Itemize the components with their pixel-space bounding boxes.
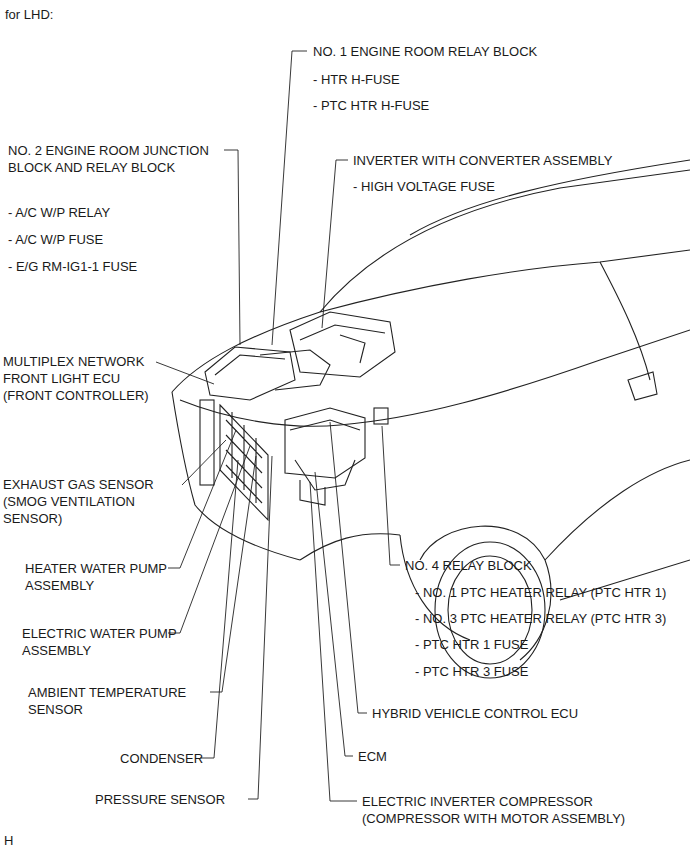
part-label: HYBRID VEHICLE CONTROL ECU bbox=[372, 705, 578, 722]
part-label: - A/C W/P RELAY bbox=[8, 204, 110, 221]
part-label: - PTC HTR 1 FUSE bbox=[415, 636, 528, 653]
part-label: EXHAUST GAS SENSOR (SMOG VENTILATION SEN… bbox=[3, 476, 171, 527]
part-label: HEATER WATER PUMP ASSEMBLY bbox=[25, 560, 185, 594]
part-label: - NO. 1 PTC HEATER RELAY (PTC HTR 1) bbox=[415, 584, 666, 601]
diagram-title: for LHD: bbox=[5, 6, 53, 23]
part-label: ELECTRIC INVERTER COMPRESSOR (COMPRESSOR… bbox=[362, 793, 662, 827]
part-label: NO. 4 RELAY BLOCK bbox=[405, 557, 532, 574]
part-label: NO. 2 ENGINE ROOM JUNCTION BLOCK AND REL… bbox=[8, 142, 233, 176]
part-label: - HTR H-FUSE bbox=[313, 71, 400, 88]
figure-code: H bbox=[4, 832, 13, 849]
part-label: NO. 1 ENGINE ROOM RELAY BLOCK bbox=[313, 43, 537, 60]
part-label: INVERTER WITH CONVERTER ASSEMBLY bbox=[353, 152, 612, 169]
part-label: - NO. 3 PTC HEATER RELAY (PTC HTR 3) bbox=[415, 610, 666, 627]
part-label: CONDENSER bbox=[120, 750, 203, 767]
part-label: - PTC HTR H-FUSE bbox=[313, 97, 429, 114]
part-label: - A/C W/P FUSE bbox=[8, 231, 103, 248]
part-label: - HIGH VOLTAGE FUSE bbox=[353, 178, 495, 195]
part-label: MULTIPLEX NETWORK FRONT LIGHT ECU (FRONT… bbox=[3, 353, 163, 404]
part-label: ECM bbox=[358, 748, 387, 765]
part-label: - E/G RM-IG1-1 FUSE bbox=[8, 258, 137, 275]
part-label: AMBIENT TEMPERATURE SENSOR bbox=[28, 684, 218, 718]
part-label: - PTC HTR 3 FUSE bbox=[415, 663, 528, 680]
part-label: PRESSURE SENSOR bbox=[95, 791, 225, 808]
part-label: ELECTRIC WATER PUMP ASSEMBLY bbox=[22, 625, 187, 659]
